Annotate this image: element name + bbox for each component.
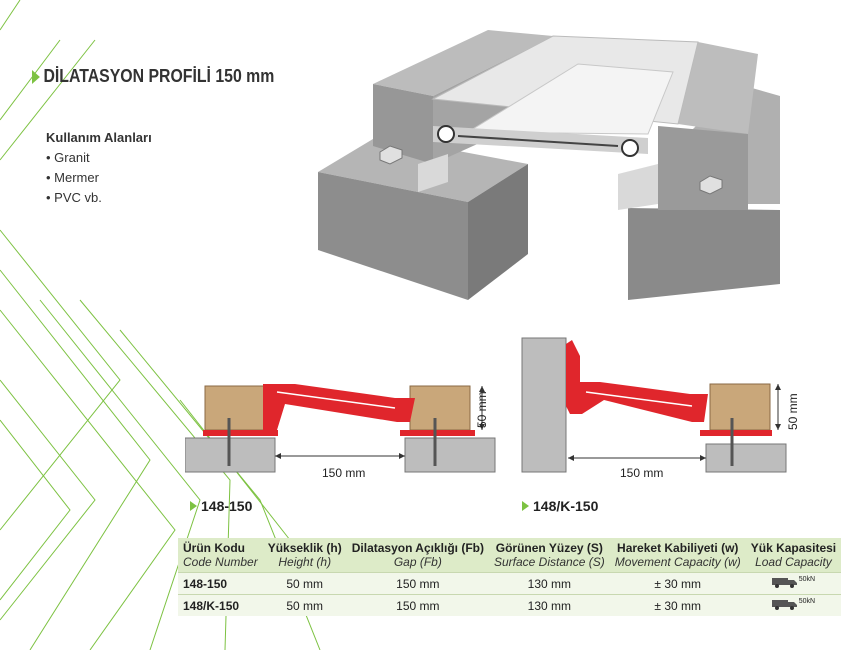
- diagram-2-height-label: 50 mm: [786, 393, 800, 430]
- product-3d-illustration: [318, 30, 780, 300]
- truck-icon: [771, 578, 797, 588]
- diagram-148-150: [185, 384, 496, 473]
- diagram-2-gap-label: 150 mm: [620, 466, 664, 480]
- usage-heading: Kullanım Alanları: [46, 130, 152, 145]
- code-arrow-icon: [190, 501, 197, 511]
- title-arrow-icon: [32, 69, 40, 84]
- truck-icon: [771, 600, 797, 610]
- table-row: 148-150 50 mm 150 mm 130 mm ± 30 mm 50kN: [178, 572, 842, 595]
- bolt-icon: [379, 145, 723, 195]
- usage-item: Granit: [46, 148, 152, 168]
- table-row: 148/K-150 50 mm 150 mm 130 mm ± 30 mm 50…: [178, 594, 842, 616]
- header-movement: Hareket Kabiliyeti (w)Movement Capacity …: [609, 538, 746, 573]
- diagram-148-k-150: [521, 337, 787, 473]
- header-gap: Dilatasyon Açıklığı (Fb)Gap (Fb): [346, 538, 489, 573]
- diagram-1-height-label: 50 mm: [475, 391, 489, 428]
- page-title: DİLATASYON PROFİLİ 150 mm: [32, 66, 274, 87]
- diagram-1-code: 148-150: [190, 498, 252, 514]
- usage-item: PVC vb.: [46, 188, 152, 208]
- diagram-1-gap-label: 150 mm: [322, 466, 366, 480]
- header-height: Yükseklik (h)Height (h): [262, 538, 347, 573]
- usage-areas: Kullanım Alanları Granit Mermer PVC vb.: [46, 128, 152, 208]
- diagram-2-code: 148/K-150: [522, 498, 598, 514]
- header-surface: Görünen Yüzey (S)Surface Distance (S): [488, 538, 610, 573]
- code-arrow-icon: [522, 501, 529, 511]
- usage-item: Mermer: [46, 168, 152, 188]
